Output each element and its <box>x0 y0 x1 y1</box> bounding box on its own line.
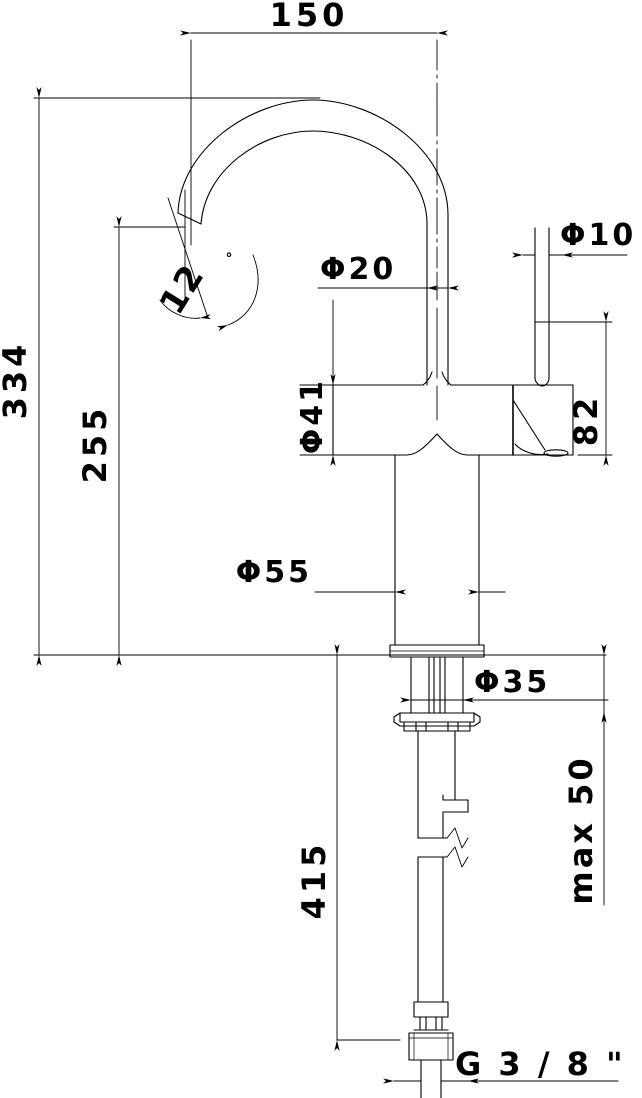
dimension-150 <box>180 30 448 246</box>
label-12-degree: 12 <box>152 257 213 322</box>
label-degree-symbol: ° <box>226 251 233 267</box>
label-phi20: Φ20 <box>320 252 396 287</box>
spout-arc <box>177 99 449 386</box>
tail-tube-upper <box>417 730 469 849</box>
base-flange <box>389 644 485 658</box>
label-255: 255 <box>76 405 114 484</box>
dimension-phi10 <box>512 227 628 258</box>
dimension-phi41 <box>299 299 341 466</box>
flexible-hose <box>417 846 469 1003</box>
dimension-82 <box>534 311 613 466</box>
dimension-415 <box>334 644 401 1051</box>
label-phi35: Φ35 <box>474 665 550 700</box>
dimension-phi55 <box>314 589 506 646</box>
label-82: 82 <box>567 394 605 447</box>
dimension-12-degree <box>159 189 259 332</box>
valve-body-block <box>332 371 574 457</box>
lower-body-cylinder <box>394 454 480 646</box>
mounting-nut <box>393 712 481 732</box>
label-thread-g38: G 3 / 8 " <box>455 1045 626 1083</box>
label-max-50: max 50 <box>562 755 600 904</box>
label-150: 150 <box>270 0 349 34</box>
dimension-255 <box>113 216 186 666</box>
label-phi10: Φ10 <box>560 218 636 253</box>
label-334: 334 <box>0 341 34 420</box>
label-phi55: Φ55 <box>236 555 312 590</box>
label-phi41: Φ41 <box>295 378 330 454</box>
hose-end-fitting <box>408 1001 454 1098</box>
threaded-shank <box>410 656 464 714</box>
dimension-334 <box>33 87 321 666</box>
handle-lever <box>534 227 550 387</box>
label-415: 415 <box>295 841 333 920</box>
